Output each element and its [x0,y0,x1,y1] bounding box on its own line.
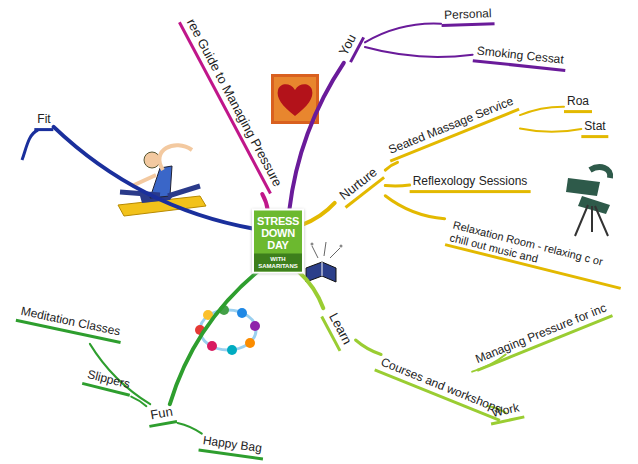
branch-connector [131,397,146,407]
branch-topic: Reflexology Sessions [410,175,531,193]
stretching-person [118,145,206,216]
book-picture [340,245,343,248]
topic-text: Reflexology Sessions [413,175,528,189]
branch-curl [22,130,38,160]
topic-text: Fun [149,405,174,424]
book-picture [306,242,343,282]
book-picture [311,243,314,246]
branch-topic: ree Guide to Managing Pressure [178,14,286,194]
branch-topic: Meditation Classes [16,304,125,344]
topic-text: Nurture [337,165,380,203]
branch-topic: Fun [146,404,177,428]
branch-topic: Personal [441,7,495,27]
people-circle [237,308,247,318]
branch-connector [262,194,268,210]
branch-connector [54,127,254,229]
branch-connector [302,203,335,225]
heart-picture [278,84,313,116]
branch-curl [22,130,38,160]
branch-connector [299,272,324,309]
topic-text: Managing Pressure for inc [474,302,609,367]
branch-topic: Happy Bag [198,434,265,461]
branch-topic: Relaxation Room - relaxing c or chill ou… [445,218,628,290]
branch-topic: You [335,29,365,63]
branch-topic: Stat [581,120,608,138]
massage-chair [578,196,610,214]
branch-connector [365,47,473,57]
branch-connector [385,196,444,219]
massage-chair [575,205,608,236]
topic-text: Happy Bag [202,434,263,456]
branch-connector [365,23,441,42]
topic-text: Stat [584,120,605,134]
branch-connector [385,184,409,188]
book-picture [312,242,340,258]
branch-connector [289,63,344,211]
book-picture [322,262,323,276]
massage-chair [590,167,610,178]
branch-topic: Learn [320,308,355,352]
topic-text: Work [491,401,521,420]
people-circle [245,338,255,348]
logo-text: WITH SAMARITANS [254,254,302,272]
people-circle [200,310,256,350]
branch-topic: Smoking Cessat [473,44,568,71]
people-circle [250,321,260,331]
stretching-person [132,175,156,186]
topic-text: Learn [325,311,354,347]
branch-connector [178,423,202,434]
branch-connector [520,107,564,115]
massage-chair [566,167,610,236]
people-circle [227,345,237,355]
book-picture [306,262,336,282]
topic-text: Personal [444,7,492,22]
heart-picture [271,74,319,124]
topic-text: Seated Massage Service [387,95,516,158]
topic-text: Meditation Classes [19,305,121,340]
branch-topic: Courses and workshops [374,355,506,422]
branch-topic: Nurture [335,163,386,208]
branch-connector [385,162,397,170]
topic-text: Slippers [86,368,131,392]
branch-topic: Slippers [82,367,134,396]
topic-text: Roa [567,95,589,109]
branch-topic: Seated Massage Service [384,94,520,163]
branch-connector [520,128,581,131]
branch-connector [170,272,258,405]
stretching-person [159,145,192,170]
topic-text: Smoking Cessat [476,45,564,68]
topic-text: Relaxation Room - relaxing c or chill ou… [449,219,625,286]
branch-topic: Fit [34,113,53,131]
topic-text: Courses and workshops [378,356,503,417]
logo-text: STRESS DOWN DAY [254,211,302,254]
topic-text: ree Guide to Managing Pressure [183,17,284,190]
branch-topic: Work [488,401,525,425]
central-logo: STRESS DOWN DAYWITH SAMARITANS [254,211,302,272]
massage-chair [566,178,600,196]
topic-text: You [336,32,359,58]
branch-connector [356,340,382,355]
people-circle [207,341,217,351]
branch-topic: Managing Pressure for inc [471,300,613,371]
heart-picture [274,77,316,121]
topic-text: Fit [37,113,50,127]
heart-picture [271,74,319,124]
branch-topic: Roa [564,95,592,113]
